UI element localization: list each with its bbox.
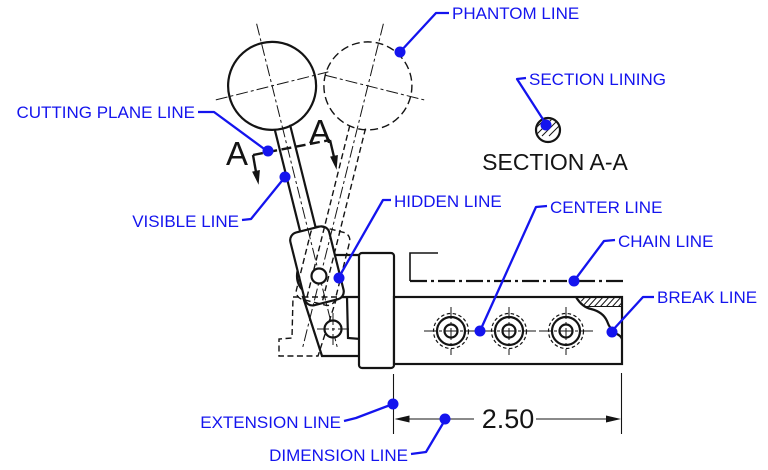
chain-line-dot	[568, 275, 580, 287]
dimensioning: 2.50	[392, 373, 623, 434]
arm-hole-2	[482, 307, 536, 355]
cutting-plane-line-label: CUTTING PLANE LINE	[16, 103, 195, 122]
arm-hole-1	[424, 307, 478, 355]
dimension-arrow-left	[394, 415, 410, 423]
phantom-ball-center-line	[325, 74, 425, 101]
cutting-plane-arrow-left	[252, 170, 260, 185]
section-lining-label: SECTION LINING	[529, 70, 666, 89]
cutting-plane: A A	[226, 113, 338, 185]
callout-leaders	[198, 11, 654, 456]
extension-line-label: EXTENSION LINE	[200, 413, 341, 432]
visible-line-label: VISIBLE LINE	[132, 212, 239, 231]
phantom-line-label: PHANTOM LINE	[452, 4, 579, 23]
dimension-line-dot	[439, 413, 451, 425]
arm-hole-3	[539, 307, 593, 355]
break-line-curve	[575, 296, 624, 340]
section-lining-dot	[540, 119, 552, 131]
phantom-axis-center-line	[301, 23, 384, 350]
center-line-dot	[474, 325, 486, 337]
pivot-hole	[310, 267, 328, 285]
section-mark-a-right: A	[309, 113, 331, 150]
phantom-lever-lower	[278, 23, 425, 357]
dimension-line-label: DIMENSION LINE	[269, 446, 408, 465]
phantom-lower-plate	[278, 296, 338, 357]
dimension-value: 2.50	[482, 404, 535, 434]
cutting-plane-line-dot	[262, 145, 274, 157]
extension-line-dot	[387, 398, 399, 410]
phantom-line-dot	[394, 46, 406, 58]
chain-line-label: CHAIN LINE	[618, 232, 713, 251]
dimension-arrow-right	[606, 415, 621, 423]
cutting-plane-arrow-right	[330, 155, 338, 170]
lever-center-lines	[215, 23, 339, 350]
break-line-dot	[606, 326, 618, 338]
center-line-label: CENTER LINE	[550, 198, 662, 217]
hidden-line-dot	[333, 272, 345, 284]
section-mark-a-left: A	[226, 135, 248, 172]
section-view-title: SECTION A-A	[482, 149, 628, 175]
hidden-line-label: HIDDEN LINE	[394, 192, 502, 211]
break-line-label: BREAK LINE	[657, 288, 757, 307]
chain-line-step	[409, 252, 438, 281]
visible-line-dot	[279, 171, 291, 183]
arm-end-cap	[357, 251, 396, 370]
